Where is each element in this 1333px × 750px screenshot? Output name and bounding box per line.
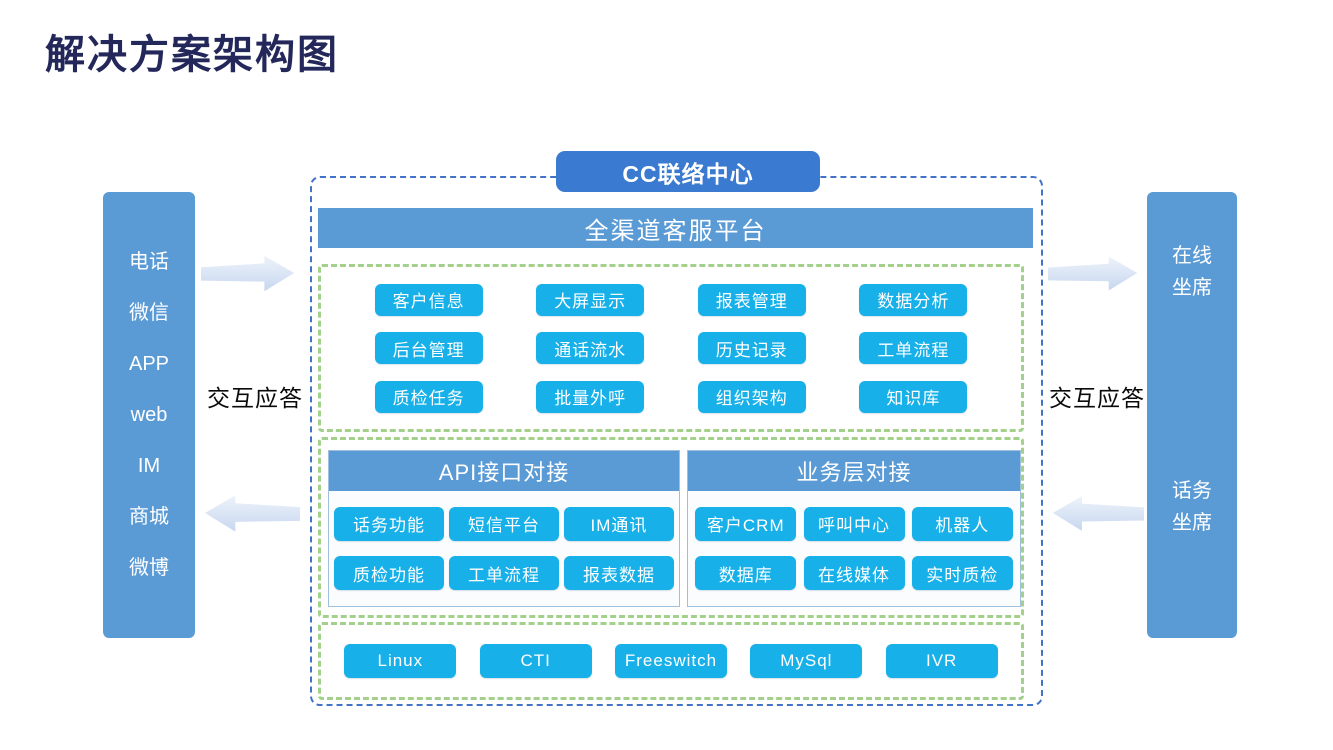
interaction-label-right: 交互应答 [1049, 385, 1145, 411]
biz-chip-call-center: 呼叫中心 [803, 506, 905, 541]
feature-row: 质检任务 批量外呼 组织架构 知识库 [321, 380, 1021, 413]
agents-pillar: 在线坐席 话务坐席 [1147, 192, 1237, 638]
arrow-right-icon [201, 255, 295, 292]
api-panel-body: 话务功能 短信平台 IM通讯 质检功能 工单流程 报表数据 [329, 491, 679, 606]
biz-chip-realtime-qc: 实时质检 [911, 556, 1013, 591]
omnichannel-platform-bar: 全渠道客服平台 [318, 208, 1033, 248]
biz-panel-body: 客户CRM 呼叫中心 机器人 数据库 在线媒体 实时质检 [688, 491, 1020, 606]
api-chip-report-data: 报表数据 [564, 556, 674, 591]
arrow-right-icon [1048, 256, 1138, 291]
feature-row: 客户信息 大屏显示 报表管理 数据分析 [321, 283, 1021, 316]
channel-item-phone: 电话 [129, 251, 169, 273]
feature-chip-customer-info: 客户信息 [374, 283, 483, 316]
channel-item-im: IM [137, 455, 161, 477]
channel-item-weibo: 微博 [129, 557, 169, 579]
phone-agent-group: 话务坐席 [1147, 475, 1237, 539]
biz-row: 客户CRM 呼叫中心 机器人 [688, 506, 1020, 541]
infra-chip-freeswitch: Freeswitch [614, 644, 727, 678]
api-chip-sms: 短信平台 [449, 506, 559, 541]
biz-panel-title: 业务层对接 [688, 451, 1020, 491]
biz-chip-online-media: 在线媒体 [803, 556, 905, 591]
api-chip-im: IM通讯 [564, 506, 674, 541]
channels-pillar: 电话 微信 APP web IM 商城 微博 [103, 192, 195, 638]
channel-item-wechat: 微信 [129, 302, 169, 324]
feature-chip-report-mgmt: 报表管理 [697, 283, 806, 316]
integration-group [318, 437, 1024, 618]
online-agent-group: 在线坐席 [1147, 240, 1237, 304]
biz-chip-crm: 客户CRM [695, 506, 797, 541]
page-title: 解决方案架构图 [45, 33, 339, 77]
api-row: 质检功能 工单流程 报表数据 [329, 556, 679, 591]
feature-chip-org-structure: 组织架构 [697, 380, 806, 413]
channel-item-mall: 商城 [129, 506, 169, 528]
feature-row: 后台管理 通话流水 历史记录 工单流程 [321, 332, 1021, 364]
feature-chip-ticket-flow: 工单流程 [859, 332, 968, 364]
api-row: 话务功能 短信平台 IM通讯 [329, 506, 679, 541]
biz-chip-database: 数据库 [695, 556, 797, 591]
phone-agent-label: 话务坐席 [1172, 480, 1212, 534]
feature-chip-qc-task: 质检任务 [374, 380, 483, 413]
api-panel-title: API接口对接 [329, 451, 679, 491]
feature-chip-knowledge-base: 知识库 [859, 380, 968, 413]
arrow-left-icon [204, 495, 300, 532]
online-agent-label: 在线坐席 [1172, 245, 1212, 299]
biz-chip-robot: 机器人 [911, 506, 1013, 541]
feature-chip-backend-mgmt: 后台管理 [374, 332, 483, 364]
feature-chip-data-analysis: 数据分析 [859, 283, 968, 316]
feature-chip-history: 历史记录 [697, 332, 806, 364]
biz-row: 数据库 在线媒体 实时质检 [688, 556, 1020, 591]
infra-chip-cti: CTI [479, 644, 592, 678]
channel-item-app: APP [128, 353, 170, 375]
feature-chip-call-records: 通话流水 [536, 332, 645, 364]
api-chip-qc: 质检功能 [334, 556, 444, 591]
api-chip-ticket: 工单流程 [449, 556, 559, 591]
infra-chip-linux: Linux [344, 644, 457, 678]
channel-item-web: web [130, 404, 168, 426]
feature-chip-batch-outcall: 批量外呼 [536, 380, 645, 413]
interaction-label-left: 交互应答 [207, 385, 303, 411]
api-panel: API接口对接 话务功能 短信平台 IM通讯 质检功能 工单流程 报表数据 [328, 450, 680, 607]
feature-group: 客户信息 大屏显示 报表管理 数据分析 后台管理 通话流水 历史记录 工单流程 … [318, 264, 1024, 432]
infra-chip-mysql: MySql [750, 644, 863, 678]
feature-chip-big-screen: 大屏显示 [536, 283, 645, 316]
arrow-left-icon [1052, 496, 1144, 531]
infra-chip-ivr: IVR [885, 644, 998, 678]
infra-group: Linux CTI Freeswitch MySql IVR [318, 622, 1024, 700]
cc-center-badge: CC联络中心 [556, 151, 820, 192]
api-chip-telephony: 话务功能 [334, 506, 444, 541]
biz-panel: 业务层对接 客户CRM 呼叫中心 机器人 数据库 在线媒体 实时质检 [687, 450, 1021, 607]
